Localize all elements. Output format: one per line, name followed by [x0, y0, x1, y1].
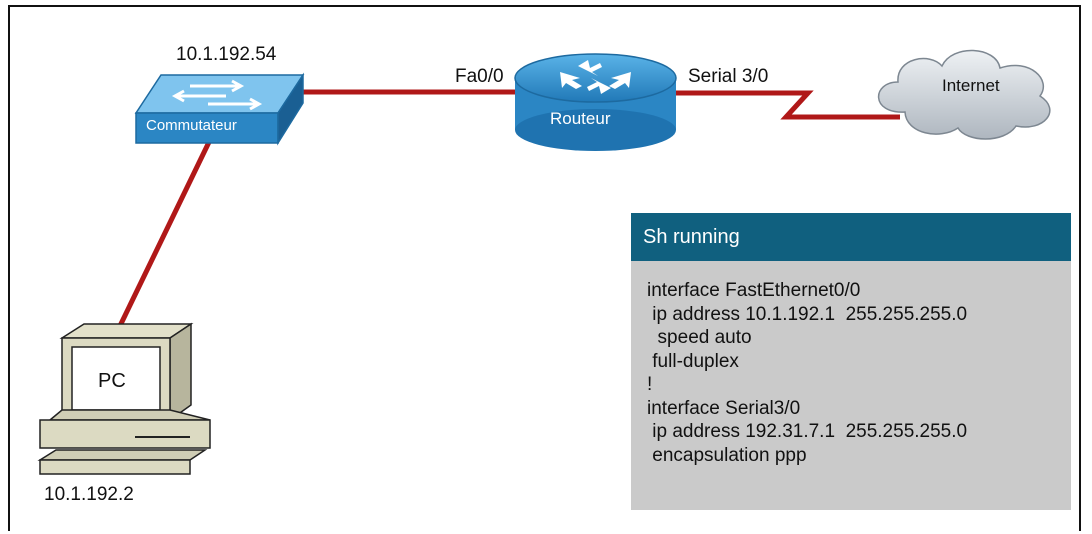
switch-icon: [134, 72, 305, 146]
config-line: ip address 192.31.7.1 255.255.255.0: [647, 421, 968, 442]
config-lines: interface FastEthernet0/0 ip address 10.…: [647, 279, 967, 467]
config-panel-title: Sh running: [631, 213, 1071, 261]
config-line: speed auto: [647, 327, 752, 348]
config-line: interface Serial3/0: [647, 397, 801, 419]
config-line: !: [647, 374, 653, 395]
router-wan-interface-label: Serial 3/0: [688, 66, 769, 87]
config-line: encapsulation ppp: [647, 444, 807, 466]
pc-ip-label: 10.1.192.2: [44, 484, 134, 505]
link-switch-pc: [115, 138, 213, 332]
config-line: full-duplex: [647, 350, 739, 372]
cloud-icon: [877, 49, 1051, 140]
pc-icon: [37, 322, 211, 475]
cloud-label: Internet: [942, 76, 1000, 95]
config-line: interface FastEthernet0/0: [647, 280, 861, 301]
router-label: Routeur: [550, 109, 611, 128]
switch-label: Commutateur: [146, 117, 237, 134]
link-router-internet: [676, 90, 900, 120]
config-line: ip address 10.1.192.1 255.255.255.0: [647, 303, 968, 325]
running-config-panel: Sh running interface FastEthernet0/0 ip …: [631, 213, 1071, 510]
switch-ip-label: 10.1.192.54: [176, 44, 277, 65]
pc-label: PC: [98, 370, 126, 392]
router-lan-interface-label: Fa0/0: [455, 66, 504, 87]
router-icon: [514, 53, 677, 151]
